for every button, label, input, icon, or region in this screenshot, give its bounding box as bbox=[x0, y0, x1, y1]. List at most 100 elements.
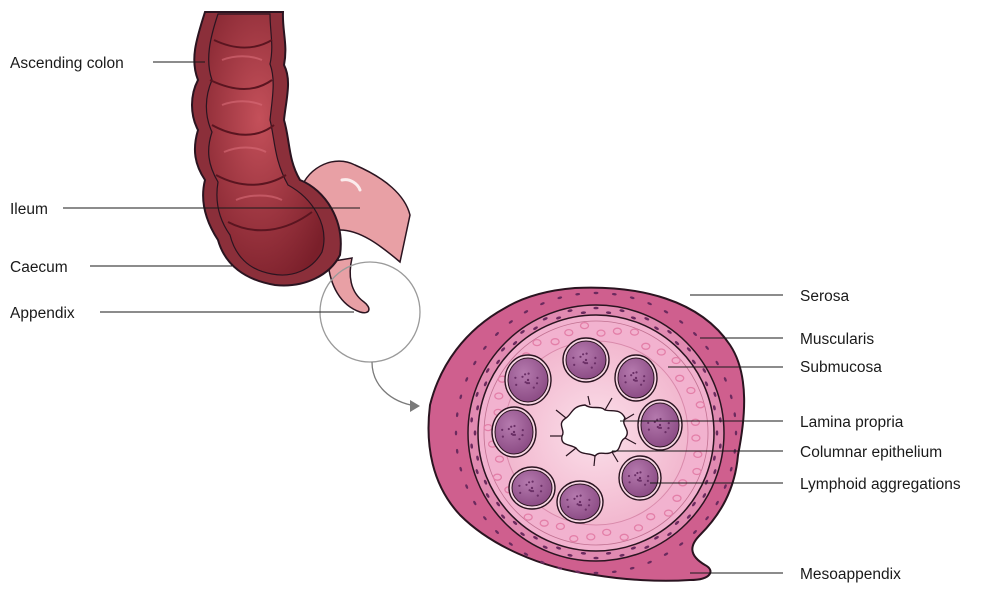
follicle-cell bbox=[508, 428, 510, 430]
zoom-arrow bbox=[372, 362, 416, 406]
follicle-cell bbox=[582, 353, 584, 355]
follicle-cell bbox=[644, 484, 646, 486]
follicle-cell bbox=[629, 481, 631, 483]
follicle-cell bbox=[580, 504, 582, 506]
follicle-cell bbox=[628, 475, 630, 477]
follicle-cell bbox=[636, 472, 638, 474]
follicle-cell bbox=[668, 422, 670, 424]
follicle-cell bbox=[522, 429, 524, 431]
follicle-cell bbox=[510, 426, 512, 428]
label-lamina-propria: Lamina propria bbox=[800, 414, 904, 431]
follicle-cell bbox=[585, 359, 587, 361]
follicle-cell bbox=[635, 371, 637, 373]
follicle-cell bbox=[502, 436, 504, 438]
follicle-cell bbox=[573, 498, 575, 500]
follicle-cell bbox=[588, 504, 590, 506]
label-muscularis: Muscularis bbox=[800, 331, 874, 348]
label-serosa: Serosa bbox=[800, 288, 849, 305]
serosa-nucleus bbox=[594, 572, 599, 574]
follicle-cell bbox=[515, 384, 517, 386]
muscularis-nucleus bbox=[593, 307, 598, 310]
muscularis-nucleus bbox=[716, 430, 719, 435]
follicle-cell bbox=[518, 438, 520, 440]
colon-illustration bbox=[192, 12, 410, 313]
follicle-cell bbox=[573, 364, 575, 366]
follicle-cell bbox=[532, 481, 534, 483]
follicle-cell bbox=[659, 418, 661, 420]
follicle-cell bbox=[634, 474, 636, 476]
follicle-cell bbox=[585, 509, 587, 511]
muscularis-nucleus bbox=[474, 430, 477, 435]
follicle-cell bbox=[648, 429, 650, 431]
follicle-cell bbox=[576, 495, 578, 497]
follicle-cell bbox=[521, 434, 523, 436]
follicle-cell bbox=[536, 382, 538, 384]
serosa-nucleus bbox=[455, 431, 457, 436]
follicle-cell bbox=[501, 429, 503, 431]
follicle-cell bbox=[513, 425, 515, 427]
follicle-cell bbox=[521, 376, 523, 378]
follicle-cell bbox=[640, 384, 642, 386]
follicle-cell bbox=[514, 434, 516, 436]
follicle-cell bbox=[594, 362, 596, 364]
muscularis-nucleus bbox=[593, 557, 598, 560]
label-submucosa: Submucosa bbox=[800, 359, 882, 376]
follicle-cell bbox=[643, 375, 645, 377]
follicle-cell bbox=[536, 377, 538, 379]
follicle-cell bbox=[659, 424, 661, 426]
follicle-cell bbox=[532, 490, 534, 492]
follicle-cell bbox=[586, 362, 588, 364]
follicle-cell bbox=[537, 495, 539, 497]
follicle-cell bbox=[540, 485, 542, 487]
label-columnar-epithelium: Columnar epithelium bbox=[800, 444, 942, 461]
follicle-cell bbox=[664, 431, 666, 433]
follicle-cell bbox=[647, 480, 649, 482]
serosa-nucleus bbox=[594, 292, 599, 294]
follicle-cell bbox=[572, 357, 574, 359]
follicle-cell bbox=[533, 387, 535, 389]
follicle-cell bbox=[525, 484, 527, 486]
follicle-cell bbox=[567, 506, 569, 508]
follicle-cell bbox=[647, 475, 649, 477]
follicle-cell bbox=[586, 353, 588, 355]
follicle-cell bbox=[624, 375, 626, 377]
label-appendix: Appendix bbox=[10, 305, 75, 322]
label-ileum: Ileum bbox=[10, 201, 48, 218]
follicle-cell bbox=[625, 381, 627, 383]
appendix-cross-section bbox=[429, 288, 745, 581]
follicle-cell bbox=[639, 477, 641, 479]
follicle-cell bbox=[667, 427, 669, 429]
follicle-cell bbox=[660, 427, 662, 429]
follicle-cell bbox=[643, 380, 645, 382]
follicle-cell bbox=[630, 374, 632, 376]
follicle-cell bbox=[528, 382, 530, 384]
follicle-cell bbox=[580, 495, 582, 497]
follicle-cell bbox=[528, 373, 530, 375]
follicle-cell bbox=[635, 377, 637, 379]
follicle-cell bbox=[540, 490, 542, 492]
follicle-cell bbox=[647, 422, 649, 424]
follicle-cell bbox=[566, 499, 568, 501]
label-lymphoid-aggregations: Lymphoid aggregations bbox=[800, 476, 961, 493]
follicle-cell bbox=[528, 481, 530, 483]
label-caecum: Caecum bbox=[10, 259, 68, 276]
follicle-cell bbox=[513, 431, 515, 433]
follicle-cell bbox=[636, 380, 638, 382]
follicle-cell bbox=[524, 373, 526, 375]
follicle-cell bbox=[531, 487, 533, 489]
follicle-cell bbox=[640, 480, 642, 482]
follicle-cell bbox=[518, 485, 520, 487]
follicle-cell bbox=[514, 377, 516, 379]
serosa-nucleus bbox=[735, 431, 737, 436]
follicle-cell bbox=[579, 501, 581, 503]
follicle-cell bbox=[591, 367, 593, 369]
follicle-cell bbox=[519, 492, 521, 494]
follicle-cell bbox=[594, 357, 596, 359]
zoom-arrowhead bbox=[410, 400, 420, 412]
follicle-cell bbox=[632, 372, 634, 374]
follicle-cell bbox=[588, 499, 590, 501]
label-mesoappendix: Mesoappendix bbox=[800, 566, 901, 583]
follicle-cell bbox=[527, 379, 529, 381]
follicle-cell bbox=[579, 356, 581, 358]
